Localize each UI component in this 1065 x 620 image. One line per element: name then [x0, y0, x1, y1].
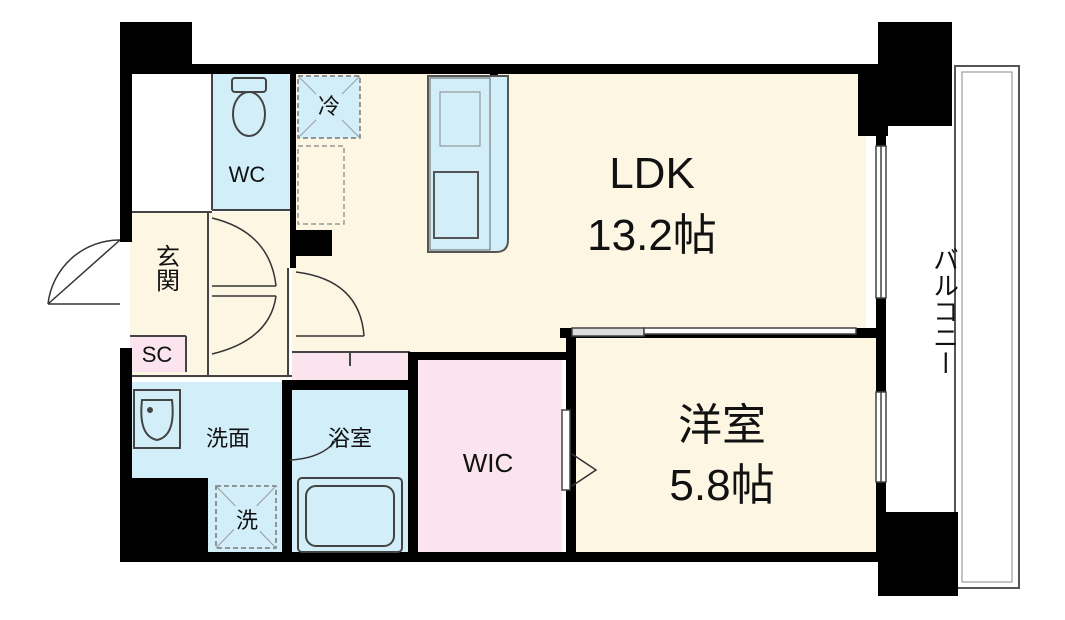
ldk-size: 13.2帖 [587, 211, 717, 260]
hall-door-lower [211, 295, 277, 355]
room-labels: LDK 13.2帖 洋室 5.8帖 WIC WC SC 洗面 浴室 [142, 149, 775, 510]
sink-icon [433, 171, 479, 239]
refrigerator-space: 冷 [297, 75, 361, 139]
kitchen-counter [427, 75, 509, 253]
entrance-label: 玄関 [151, 244, 179, 292]
doors [47, 217, 598, 491]
bathroom-label: 浴室 [328, 426, 372, 451]
balcony-label-box: バルコニー [929, 246, 960, 376]
western-room-name: 洋室 [678, 401, 766, 450]
cabinet-outline [297, 145, 345, 225]
washbasin-icon [133, 389, 181, 449]
walls [120, 22, 958, 596]
wic-floor [416, 358, 562, 556]
entrance-door [47, 239, 121, 305]
balcony [954, 65, 1020, 589]
ldk-name: LDK [609, 149, 695, 198]
balcony-label: バルコニー [929, 246, 960, 376]
sliding-partition [571, 327, 857, 337]
entrance-label-box: 玄関 [151, 244, 179, 292]
wic-door-mark [571, 453, 598, 487]
stove-icon [439, 91, 481, 147]
western-room-size: 5.8帖 [669, 461, 774, 510]
washer-space: 洗 [215, 485, 277, 549]
shoe-closet-label: SC [142, 342, 173, 367]
windows [875, 145, 887, 483]
bathroom-door [289, 429, 343, 461]
hall-door-upper [211, 217, 277, 287]
bathtub-icon [297, 477, 403, 553]
ldk-door [295, 271, 365, 337]
washer-label: 洗 [236, 508, 258, 533]
western-room-floor [570, 338, 880, 556]
refrigerator-label: 冷 [318, 94, 340, 119]
washroom-label: 洗面 [206, 426, 250, 451]
toilet-label: WC [229, 162, 266, 187]
shoe-closet-floor [130, 336, 186, 372]
hall-floor [292, 268, 570, 354]
toilet-icon [231, 77, 267, 137]
wic-label: WIC [463, 448, 514, 478]
